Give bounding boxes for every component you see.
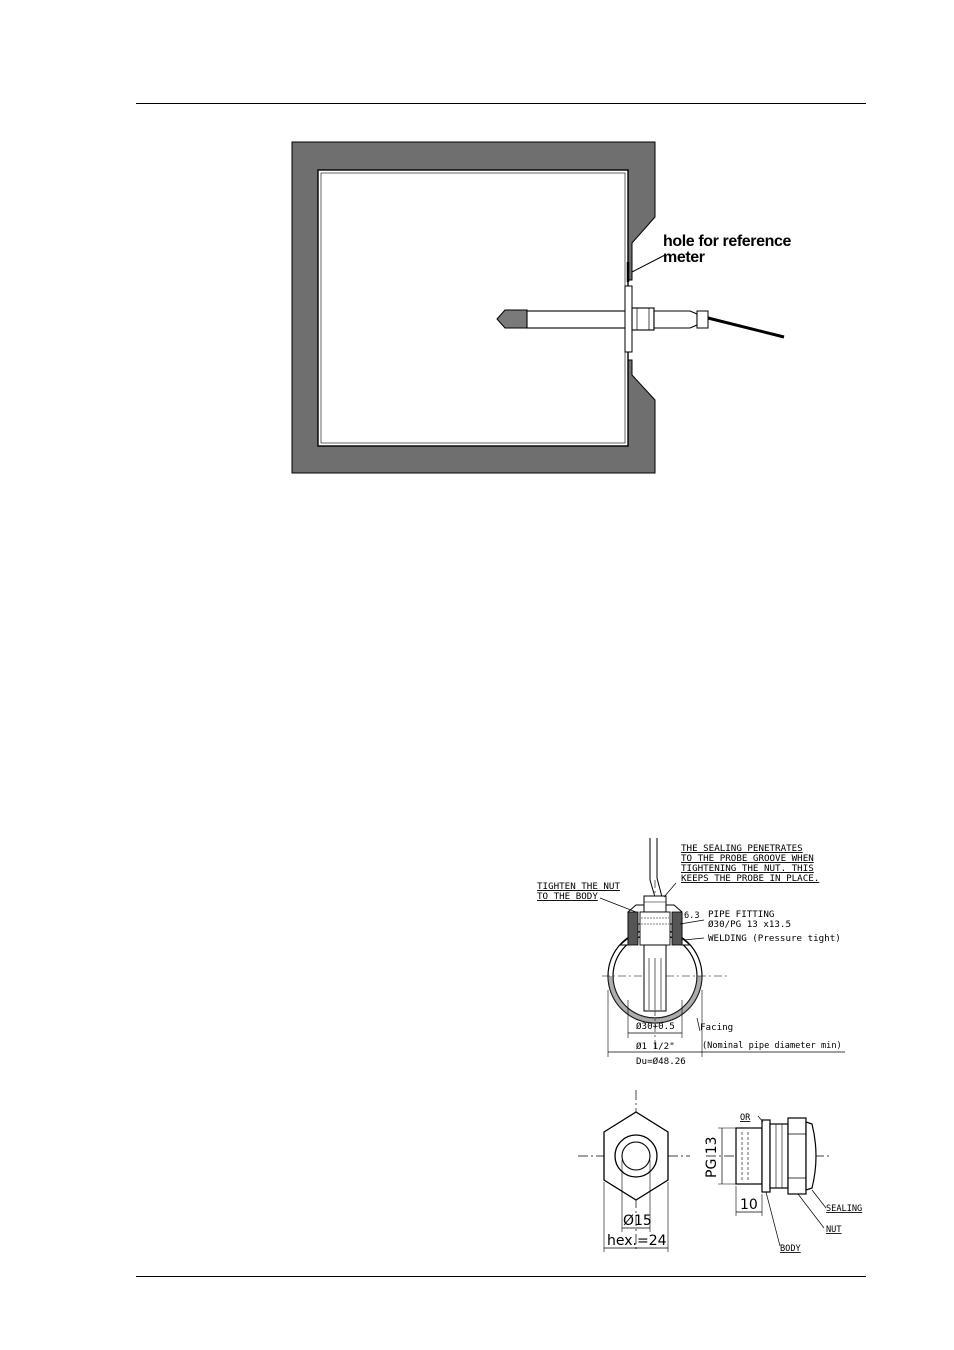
sealing-note-line2: TO THE PROBE GROOVE WHEN [681, 853, 814, 864]
nominal-diameter-note: (Nominal pipe diameter min) [702, 1041, 842, 1051]
sealing-note-line1: THE SEALING PENETRATES [681, 843, 803, 854]
tighten-note-line2: TO THE BODY [537, 891, 598, 902]
facing-label: Facing [700, 1022, 733, 1033]
duct-interior [317, 169, 629, 447]
body-label: BODY [780, 1244, 802, 1254]
sealing-note-line4: KEEPS THE PROBE IN PLACE. [681, 873, 819, 884]
header-rule [136, 103, 866, 104]
weld-size-label: 6.3 [684, 911, 700, 921]
sealing-label: SEALING [826, 1204, 862, 1214]
length-dimension: 10 [740, 1197, 758, 1213]
bore-dimension: Ø15 [623, 1213, 652, 1229]
footer-rule [136, 1276, 866, 1277]
duct-installation-diagram: hole for reference meter [291, 141, 792, 474]
pipe-fitting-label-line2: Ø30/PG 13 x13.5 [708, 919, 791, 930]
hex-dimension: hex.=24 [607, 1233, 667, 1249]
inner-diameter-dimension: Ø30+0.5 [636, 1021, 675, 1032]
welding-label: WELDING (Pressure tight) [708, 933, 841, 944]
tighten-note-line1: TIGHTEN THE NUT [537, 881, 620, 892]
sealing-note-line3: TIGHTENING THE NUT. THIS [681, 863, 814, 874]
side-view-nut [787, 1117, 807, 1195]
outer-diameter-dimension: Du=Ø48.26 [636, 1056, 686, 1067]
pipe-fitting-section: THE SEALING PENETRATES TO THE PROBE GROO… [537, 838, 845, 1067]
reference-hole-label-line2: meter [663, 249, 705, 266]
fitting-side-view: PG 13 10 OR SEALING NUT BODY [704, 1113, 862, 1254]
pipe-fitting-label-line1: PIPE FITTING [708, 909, 774, 920]
or-label: OR [740, 1113, 751, 1123]
reference-hole-label-line1: hole for reference [663, 233, 791, 250]
reference-hole-leader [631, 254, 666, 273]
side-view-sealing [805, 1121, 817, 1191]
nut-label: NUT [826, 1225, 842, 1235]
probe [496, 285, 785, 353]
hex-fitting-front-view: Ø15 hex.=24 [578, 1090, 690, 1252]
nominal-diameter-dimension: Ø1 1/2" [636, 1041, 675, 1052]
pg-dimension: PG 13 [704, 1136, 720, 1178]
